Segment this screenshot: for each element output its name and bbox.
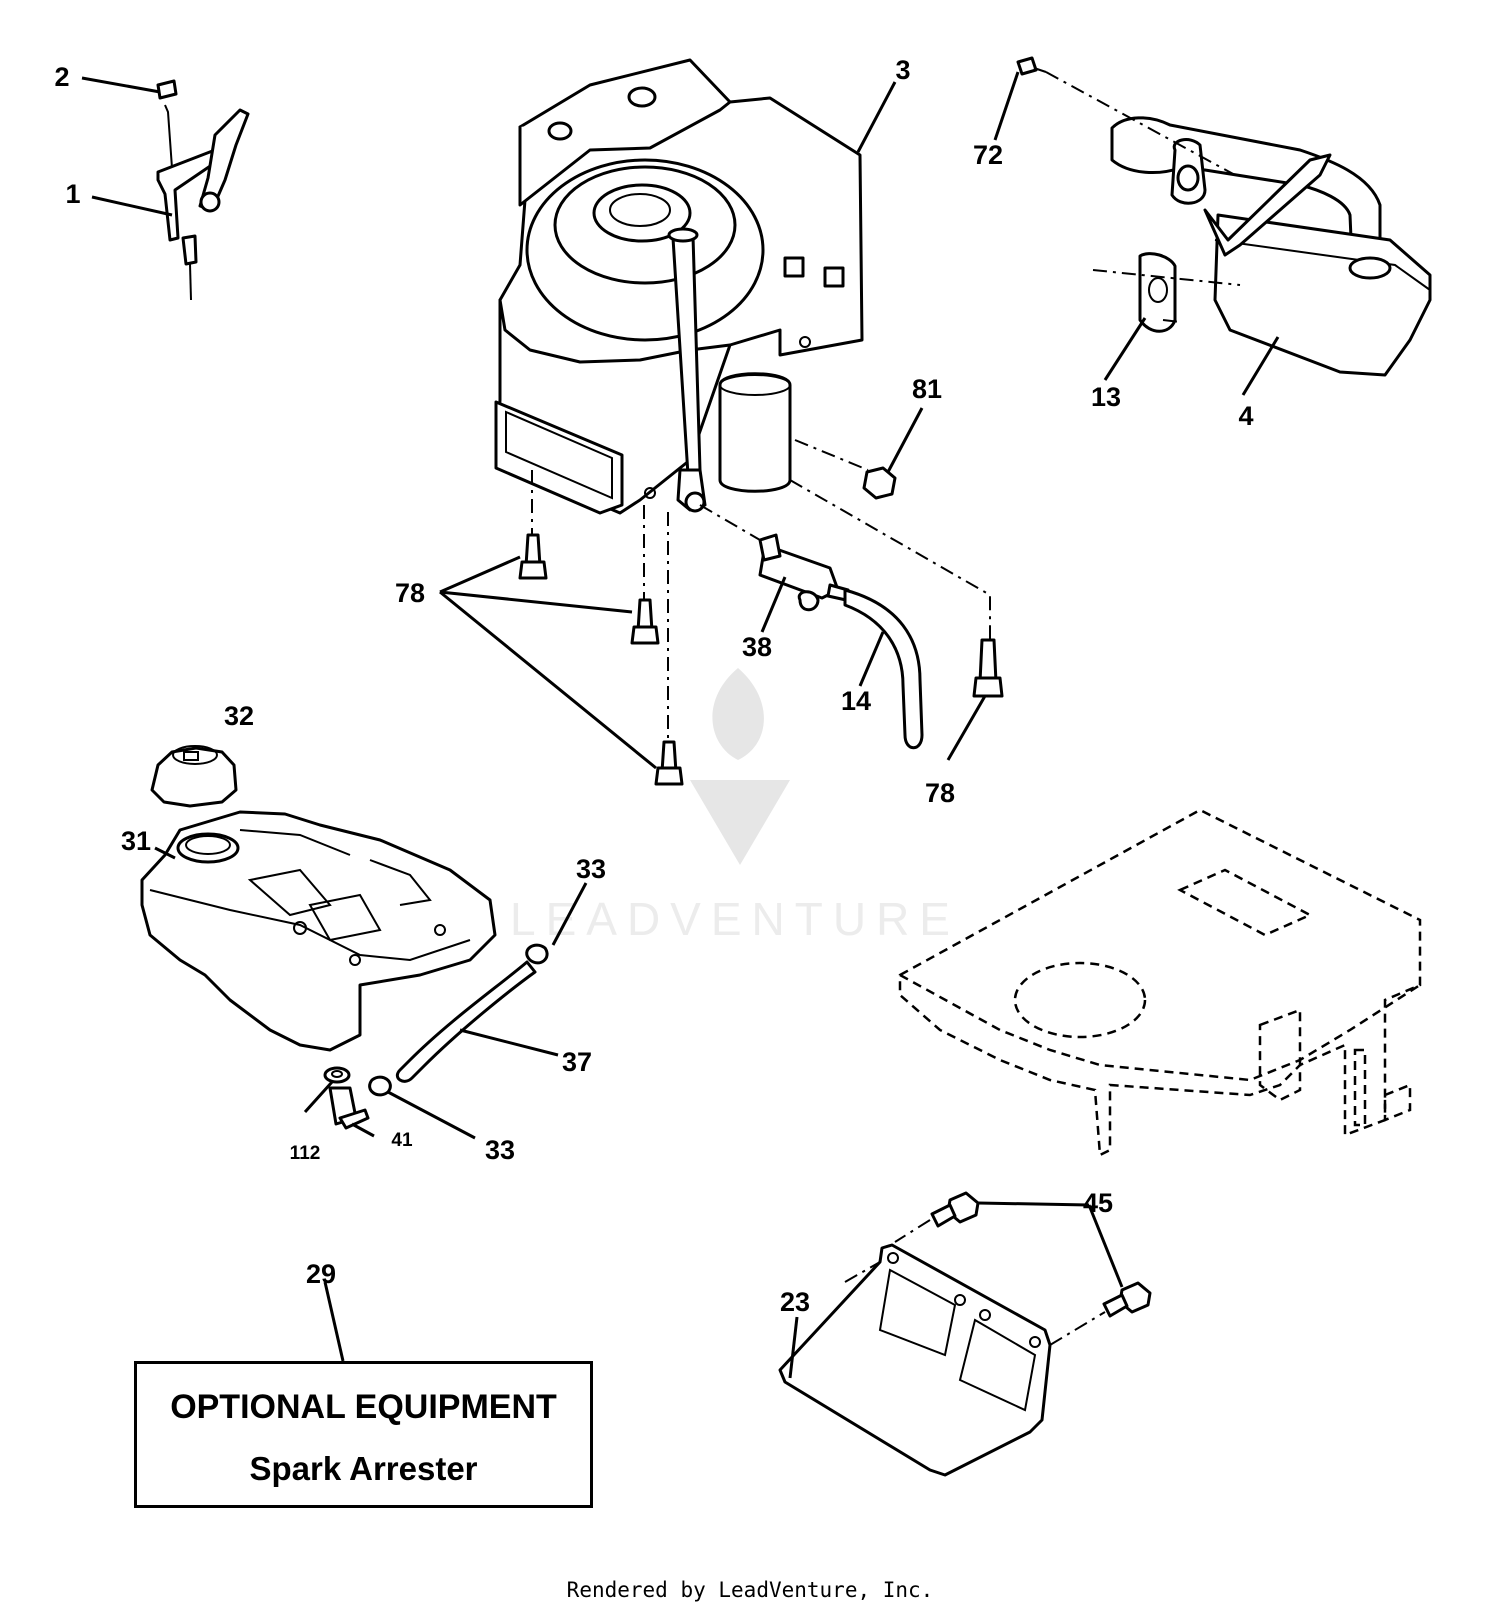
callout-4: 4: [1238, 401, 1253, 431]
callout-23: 23: [780, 1287, 810, 1317]
fuel-filter-part: [758, 533, 924, 750]
engine-part: [494, 58, 864, 515]
watermark-text: LEADVENTURE: [510, 893, 960, 945]
callout-33-top: 33: [576, 854, 606, 884]
callout-78-left: 78: [395, 578, 425, 608]
callout-38: 38: [742, 632, 772, 662]
callout-14: 14: [841, 686, 871, 716]
optional-equipment-subtitle: Spark Arrester: [249, 1450, 478, 1487]
footer-credit: Rendered by LeadVenture, Inc.: [566, 1578, 934, 1602]
callout-78-right: 78: [925, 778, 955, 808]
callout-32: 32: [224, 701, 254, 731]
callout-81: 81: [912, 374, 942, 404]
leader-lines: [81, 71, 1280, 1379]
nut-81-part: [862, 466, 897, 500]
callout-13: 13: [1091, 382, 1121, 412]
watermark: LEADVENTURE: [510, 668, 960, 945]
optional-equipment-box: OPTIONAL EQUIPMENT Spark Arrester: [134, 1361, 593, 1508]
callout-31: 31: [121, 826, 151, 856]
callout-72: 72: [973, 140, 1003, 170]
callout-45: 45: [1083, 1188, 1113, 1218]
bolts-78-part: [518, 533, 1004, 786]
muffler-part: [1016, 56, 1432, 377]
optional-equipment-title: OPTIONAL EQUIPMENT: [170, 1388, 557, 1426]
callout-41: 41: [391, 1130, 413, 1151]
fuel-tank-part: [140, 810, 497, 1052]
throttle-control-part: [156, 79, 250, 301]
mower-frame-part: [898, 808, 1422, 1157]
shield-part: [778, 1191, 1152, 1477]
callouts: 2 1 3 72 13 4 81 78 38 14 78 32 31 33 37…: [54, 55, 1253, 1317]
callout-29: 29: [306, 1259, 336, 1289]
fuel-cap-part: [150, 745, 238, 808]
callout-1: 1: [65, 179, 80, 209]
fuel-line-part: [323, 943, 549, 1130]
callout-33-bottom: 33: [485, 1135, 515, 1165]
callout-112: 112: [290, 1143, 321, 1164]
callout-37: 37: [562, 1047, 592, 1077]
callout-2: 2: [54, 62, 69, 92]
assembly-lines: [531, 71, 1241, 1346]
callout-3: 3: [895, 55, 910, 85]
